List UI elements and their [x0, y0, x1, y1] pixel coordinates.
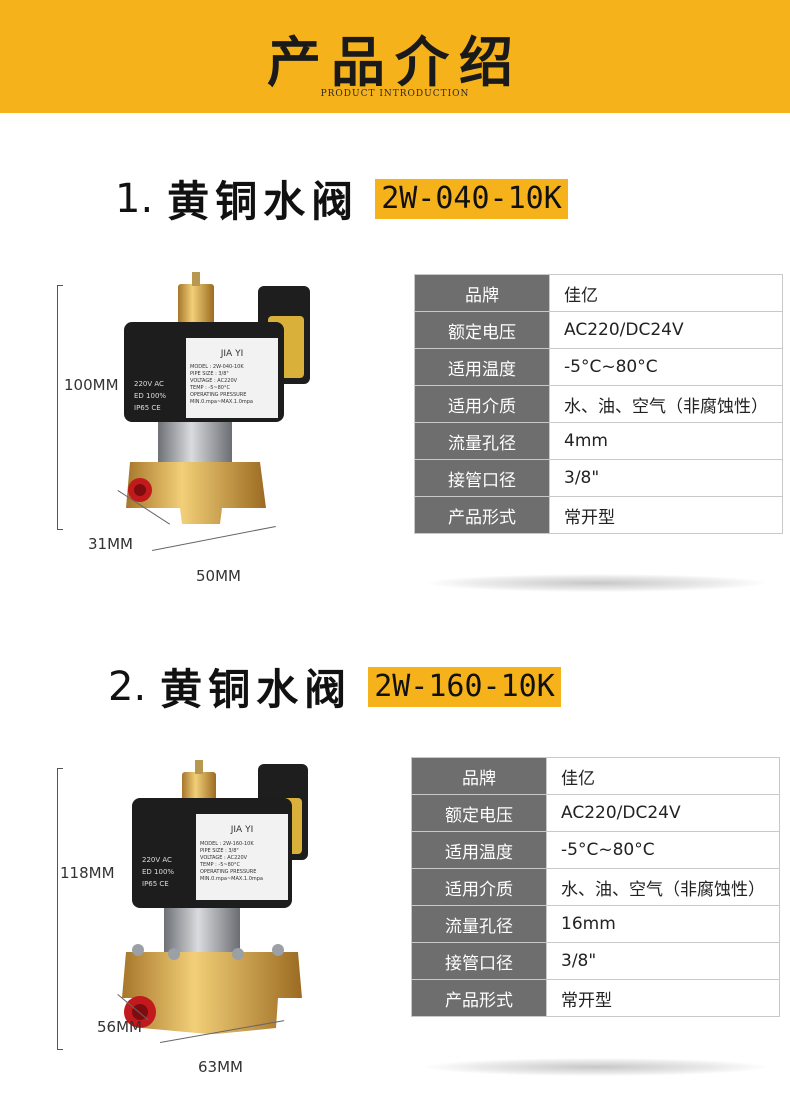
spec-key: 额定电压: [414, 311, 550, 349]
product-2-image-line: MODEL : 2W-160-10K: [200, 841, 254, 847]
spec-value: AC220/DC24V: [549, 311, 783, 349]
product-2-image-line: PIPE SIZE : 3/8": [200, 848, 239, 854]
product-2-image-side: 220V AC: [142, 856, 172, 864]
product-1-image-side: ED 100%: [134, 392, 166, 400]
product-1-valve-image: JIA YI MODEL : 2W-040-10K PIPE SIZE : 3/…: [124, 272, 310, 524]
product-2-name: 黄铜水阀: [160, 665, 353, 714]
spec-value: 3/8": [546, 942, 780, 980]
spec-key: 适用介质: [414, 385, 550, 423]
spec-key: 流量孔径: [414, 422, 550, 460]
product-1-image-line: VOLTAGE : AC220V: [190, 378, 238, 384]
product-2-table-shadow: [426, 1058, 766, 1076]
spec-value: -5°C~80°C: [549, 348, 783, 386]
product-1-image-brand: JIA YI: [220, 349, 243, 359]
spec-value: 水、油、空气（非腐蚀性）: [546, 868, 780, 906]
product-1-depth-label: 31MM: [88, 535, 133, 553]
product-2-valve-image: JIA YI MODEL : 2W-160-10K PIPE SIZE : 3/…: [122, 760, 308, 1034]
product-1-image-side: 220V AC: [134, 380, 164, 388]
product-2-image-line: MIN.0.mpa~MAX.1.0mpa: [200, 876, 263, 882]
spec-key: 产品形式: [411, 979, 547, 1017]
product-1-spec-table: 品牌 佳亿 额定电压 AC220/DC24V 适用温度 -5°C~80°C 适用…: [414, 274, 783, 534]
spec-row: 接管口径 3/8": [414, 459, 783, 497]
product-1-number: 1.: [115, 175, 154, 222]
product-1-image-line: TEMP : -5~80°C: [189, 385, 230, 391]
spec-value: AC220/DC24V: [546, 794, 780, 832]
product-1-height-tick-top: [57, 285, 63, 286]
spec-key: 适用介质: [411, 868, 547, 906]
product-1-width-label: 50MM: [196, 567, 241, 585]
page-subtitle: PRODUCT INTRODUCTION: [320, 89, 470, 99]
spec-row: 额定电压 AC220/DC24V: [414, 311, 783, 349]
product-1-image-line: OPERATING PRESSURE: [190, 392, 246, 398]
spec-key: 接管口径: [411, 942, 547, 980]
product-1-height-label: 100MM: [64, 376, 119, 394]
product-1-height-line: [57, 285, 58, 530]
spec-key: 适用温度: [411, 831, 547, 869]
spec-key: 品牌: [414, 274, 550, 312]
spec-value: 常开型: [549, 496, 783, 534]
product-1-image-line: MIN.0.mpa~MAX.1.0mpa: [190, 399, 253, 405]
product-2-image-line: OPERATING PRESSURE: [200, 869, 256, 875]
spec-row: 适用温度 -5°C~80°C: [411, 831, 780, 869]
spec-value: -5°C~80°C: [546, 831, 780, 869]
spec-key: 品牌: [411, 757, 547, 795]
spec-value: 佳亿: [549, 274, 783, 312]
spec-key: 产品形式: [414, 496, 550, 534]
product-1-image-side: IP65 CE: [134, 404, 161, 412]
product-1-image-line: PIPE SIZE : 3/8": [190, 371, 229, 377]
spec-value: 佳亿: [546, 757, 780, 795]
spec-row: 流量孔径 4mm: [414, 422, 783, 460]
spec-row: 额定电压 AC220/DC24V: [411, 794, 780, 832]
product-2-image-brand: JIA YI: [230, 825, 253, 835]
product-2-spec-table: 品牌 佳亿 额定电压 AC220/DC24V 适用温度 -5°C~80°C 适用…: [411, 757, 780, 1017]
product-2-depth-label: 56MM: [97, 1018, 142, 1036]
spec-value: 水、油、空气（非腐蚀性）: [549, 385, 783, 423]
spec-row: 适用介质 水、油、空气（非腐蚀性）: [411, 868, 780, 906]
product-1-table-shadow: [428, 574, 766, 592]
spec-value: 4mm: [549, 422, 783, 460]
product-2-number: 2.: [108, 663, 147, 710]
spec-row: 接管口径 3/8": [411, 942, 780, 980]
spec-key: 流量孔径: [411, 905, 547, 943]
product-2-image-line: VOLTAGE : AC220V: [200, 855, 248, 861]
product-1-image-line: MODEL : 2W-040-10K: [190, 364, 244, 370]
spec-key: 额定电压: [411, 794, 547, 832]
product-2-heading: 2. 黄铜水阀 2W-160-10K: [108, 656, 561, 717]
spec-key: 接管口径: [414, 459, 550, 497]
spec-row: 产品形式 常开型: [414, 496, 783, 534]
product-1-model-badge: 2W-040-10K: [375, 178, 568, 219]
spec-row: 品牌 佳亿: [414, 274, 783, 312]
spec-row: 适用介质 水、油、空气（非腐蚀性）: [414, 385, 783, 423]
spec-row: 产品形式 常开型: [411, 979, 780, 1017]
product-2-image-side: ED 100%: [142, 868, 174, 876]
spec-row: 流量孔径 16mm: [411, 905, 780, 943]
product-1-height-tick-bottom: [57, 529, 63, 530]
product-2-image-line: TEMP : -5~80°C: [199, 862, 240, 868]
product-2-model-badge: 2W-160-10K: [368, 666, 561, 707]
spec-key: 适用温度: [414, 348, 550, 386]
product-2-width-label: 63MM: [198, 1058, 243, 1076]
spec-value: 3/8": [549, 459, 783, 497]
product-2-height-tick-bottom: [57, 1049, 63, 1050]
page-title: 产品介绍: [267, 30, 523, 94]
product-2-height-tick-top: [57, 768, 63, 769]
spec-row: 品牌 佳亿: [411, 757, 780, 795]
spec-value: 常开型: [546, 979, 780, 1017]
product-2-image-side: IP65 CE: [142, 880, 169, 888]
product-2-height-label: 118MM: [60, 864, 115, 882]
product-2-height-line: [57, 768, 58, 1050]
product-1-heading: 1. 黄铜水阀 2W-040-10K: [115, 168, 568, 229]
spec-row: 适用温度 -5°C~80°C: [414, 348, 783, 386]
product-1-name: 黄铜水阀: [167, 177, 360, 226]
header-banner: [0, 0, 790, 113]
spec-value: 16mm: [546, 905, 780, 943]
